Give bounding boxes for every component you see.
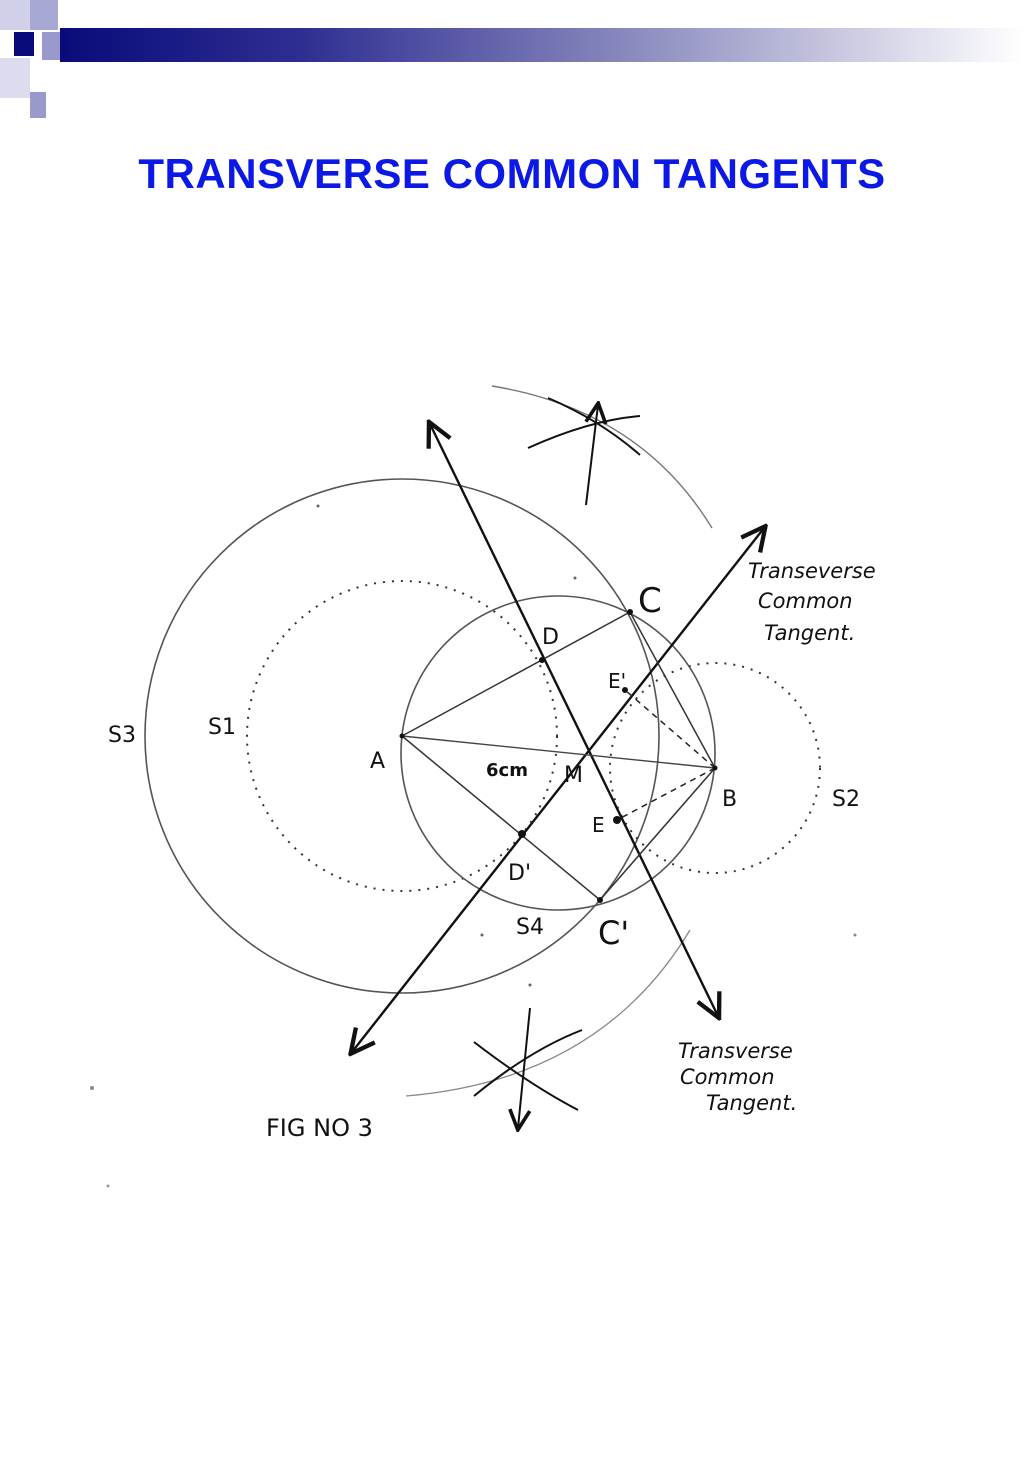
label-point-m: M [564, 763, 583, 788]
figure-caption: FIG NO 3 [266, 1114, 373, 1142]
segment-c-b [629, 611, 716, 769]
scan-dot [853, 933, 857, 937]
tangent-label-1-line-3: Tangent. [764, 621, 855, 645]
tangent-label-1-line-1: Transeverse [748, 559, 876, 583]
construction-arc-bottom [405, 929, 691, 1097]
label-circle-s4: S4 [516, 915, 544, 940]
label-point-d: D [542, 625, 559, 650]
scan-dot [573, 576, 577, 580]
label-point-a: A [370, 749, 385, 774]
label-distance-ab: 6cm [486, 760, 528, 781]
header-square-bottom [30, 92, 46, 118]
point-d [539, 657, 545, 663]
header-square-mid-top [30, 0, 58, 30]
header-square-dark [14, 32, 34, 56]
transverse-tangent-2 [430, 424, 718, 1016]
label-circle-s3: S3 [108, 723, 136, 748]
bisector-arc-bottom-2 [473, 1029, 583, 1097]
bisector-line-bottom [518, 1007, 530, 1128]
bisector-arc-top-1 [527, 415, 641, 449]
tangent-label-2-line-3: Tangent. [706, 1091, 797, 1115]
scan-dot [90, 1086, 94, 1090]
label-circle-s1: S1 [208, 715, 236, 740]
point-e [613, 816, 621, 824]
point-c [627, 609, 633, 615]
point-c-prime [597, 897, 603, 903]
point-a [399, 733, 405, 739]
tangent-label-2-line-2: Common [680, 1065, 775, 1089]
segment-a-c-prime [401, 735, 601, 901]
point-d-prime [518, 830, 526, 838]
label-point-e: E [592, 813, 605, 837]
label-point-e-prime: E' [608, 669, 626, 693]
label-point-d-prime: D' [508, 861, 531, 886]
label-point-c: C [638, 581, 662, 621]
label-point-c-prime: C' [598, 914, 629, 952]
transverse-tangent-1 [352, 528, 764, 1052]
segment-b-e [616, 767, 716, 821]
scan-dot [316, 504, 320, 508]
tangent-label-1-line-2: Common [758, 589, 853, 613]
header-square-light-left [0, 58, 30, 98]
point-b [712, 765, 718, 771]
header-gradient-bar [60, 28, 1024, 62]
tangent-label-2-line-1: Transverse [678, 1039, 793, 1063]
circle-s2 [609, 662, 821, 874]
segment-a-b [401, 735, 716, 769]
segment-b-e-prime [624, 689, 716, 769]
label-circle-s2: S2 [832, 787, 860, 812]
scan-dot [528, 983, 532, 987]
header-square-mid [42, 32, 60, 60]
construction-arc-top [491, 385, 713, 529]
page-title: TRANSVERSE COMMON TANGENTS [138, 150, 886, 197]
scan-dot [106, 1184, 110, 1188]
segment-c-prime-b [599, 767, 716, 901]
scan-dot [480, 933, 484, 937]
segment-a-c [401, 611, 631, 737]
label-point-b: B [722, 787, 737, 812]
header-square-light-top [0, 0, 30, 30]
point-e-prime [622, 687, 628, 693]
